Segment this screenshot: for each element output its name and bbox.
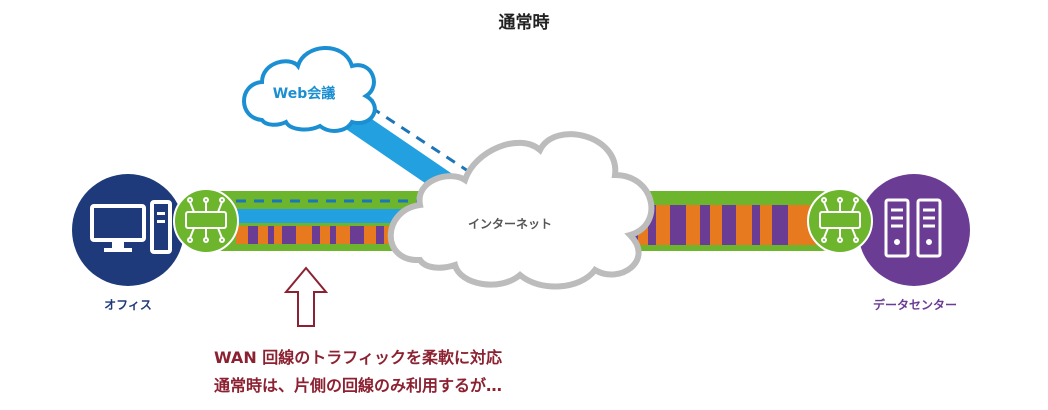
up-arrow-icon (283, 266, 329, 327)
server-icon (884, 198, 942, 258)
computer-icon (90, 200, 172, 254)
office-node (72, 174, 184, 286)
datacenter-label: データセンター (872, 298, 957, 312)
office-label: オフィス (104, 298, 152, 312)
left-router-node (173, 188, 239, 254)
page-title: 通常時 (498, 13, 550, 33)
right-router-node (807, 188, 873, 254)
web-cloud (242, 46, 377, 133)
datacenter-node (858, 174, 970, 286)
router-icon (185, 197, 227, 243)
web-cloud-label: Web会議 (272, 86, 336, 102)
caption-line-1: WAN 回線のトラフィックを柔軟に対応 (214, 348, 502, 367)
internet-cloud (387, 131, 655, 290)
internet-label: インターネット (467, 217, 552, 231)
router-icon (819, 197, 861, 243)
caption-line-2: 通常時は、片側の回線のみ利用するが… (214, 376, 503, 395)
web-traffic-line (236, 209, 436, 223)
